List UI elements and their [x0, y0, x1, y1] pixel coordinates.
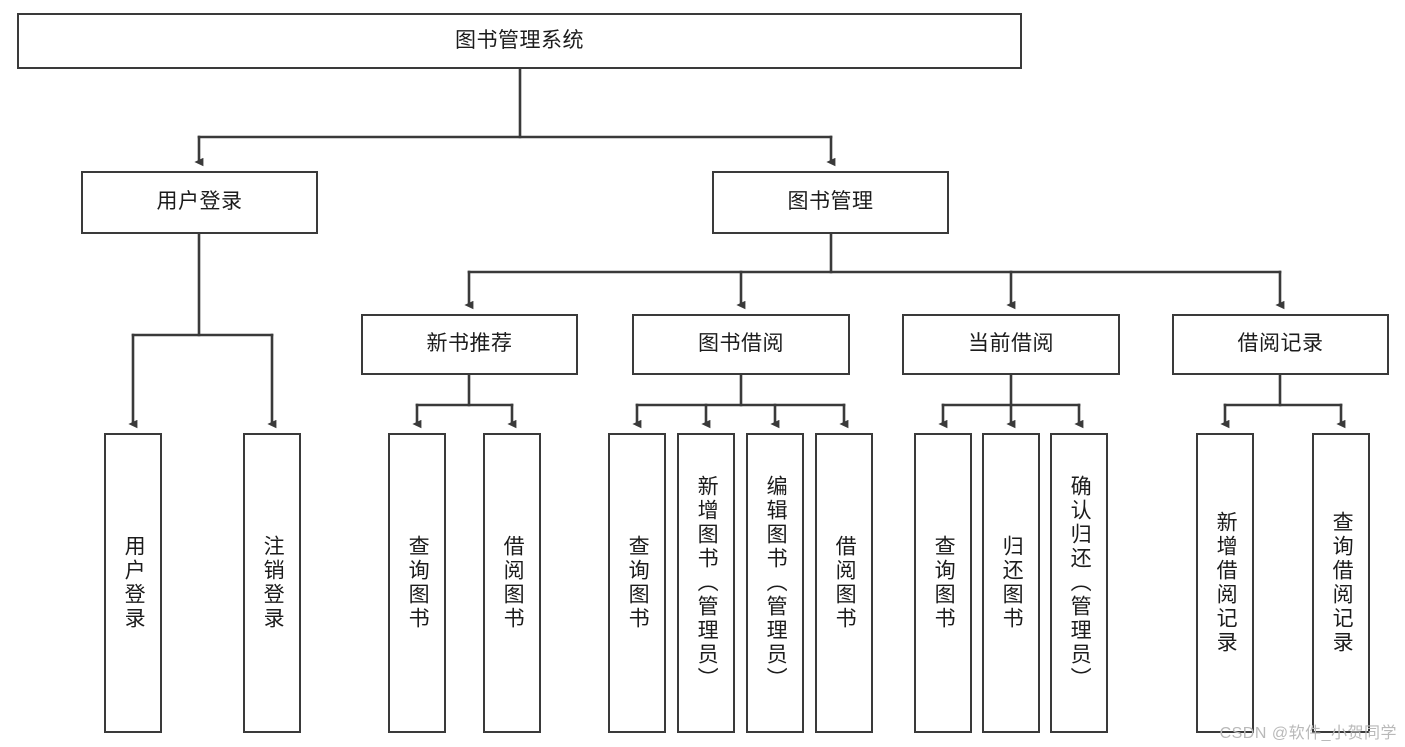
node-new-book-recommend-label: 新书推荐	[426, 332, 513, 356]
leaf-user-login-login-label: 用户登录	[122, 535, 146, 631]
leaf-current-return-book-label: 归还图书	[1000, 535, 1024, 631]
leaf-records-add-label: 新增借阅记录	[1214, 511, 1238, 655]
node-current-borrow[interactable]: 当前借阅	[902, 314, 1120, 375]
node-book-management-label: 图书管理	[787, 190, 874, 214]
leaf-user-login-logout[interactable]: 注销登录	[243, 433, 301, 733]
leaf-records-query-label: 查询借阅记录	[1330, 511, 1354, 655]
leaf-new-book-borrow[interactable]: 借阅图书	[483, 433, 541, 733]
leaf-new-book-borrow-label: 借阅图书	[501, 535, 525, 631]
leaf-new-book-query-label: 查询图书	[406, 535, 430, 631]
leaf-borrow-add-book[interactable]: 新增图书（管理员）	[677, 433, 735, 733]
node-borrow-records-label: 借阅记录	[1237, 332, 1324, 356]
node-book-borrow-label: 图书借阅	[698, 332, 784, 356]
leaf-current-query-book[interactable]: 查询图书	[914, 433, 972, 733]
leaf-borrow-borrow-book[interactable]: 借阅图书	[815, 433, 873, 733]
leaf-borrow-query-book[interactable]: 查询图书	[608, 433, 666, 733]
leaf-new-book-query[interactable]: 查询图书	[388, 433, 446, 733]
node-borrow-records[interactable]: 借阅记录	[1172, 314, 1389, 375]
leaf-records-query[interactable]: 查询借阅记录	[1312, 433, 1370, 733]
node-root-label: 图书管理系统	[455, 28, 584, 52]
node-user-login[interactable]: 用户登录	[81, 171, 318, 234]
leaf-borrow-add-book-label: 新增图书（管理员）	[695, 475, 719, 691]
node-new-book-recommend[interactable]: 新书推荐	[361, 314, 578, 375]
node-user-login-label: 用户登录	[156, 190, 243, 214]
node-current-borrow-label: 当前借阅	[968, 332, 1054, 356]
leaf-borrow-borrow-book-label: 借阅图书	[833, 535, 857, 631]
leaf-borrow-query-book-label: 查询图书	[626, 535, 650, 631]
leaf-borrow-edit-book-label: 编辑图书（管理员）	[764, 475, 788, 691]
leaf-current-return-book[interactable]: 归还图书	[982, 433, 1040, 733]
leaf-current-confirm-return[interactable]: 确认归还（管理员）	[1050, 433, 1108, 733]
node-book-borrow[interactable]: 图书借阅	[632, 314, 850, 375]
node-root[interactable]: 图书管理系统	[17, 13, 1022, 69]
leaf-user-login-logout-label: 注销登录	[261, 535, 285, 631]
leaf-current-query-book-label: 查询图书	[932, 535, 956, 631]
node-book-management[interactable]: 图书管理	[712, 171, 949, 234]
leaf-records-add[interactable]: 新增借阅记录	[1196, 433, 1254, 733]
leaf-current-confirm-return-label: 确认归还（管理员）	[1068, 475, 1092, 691]
leaf-user-login-login[interactable]: 用户登录	[104, 433, 162, 733]
leaf-borrow-edit-book[interactable]: 编辑图书（管理员）	[746, 433, 804, 733]
